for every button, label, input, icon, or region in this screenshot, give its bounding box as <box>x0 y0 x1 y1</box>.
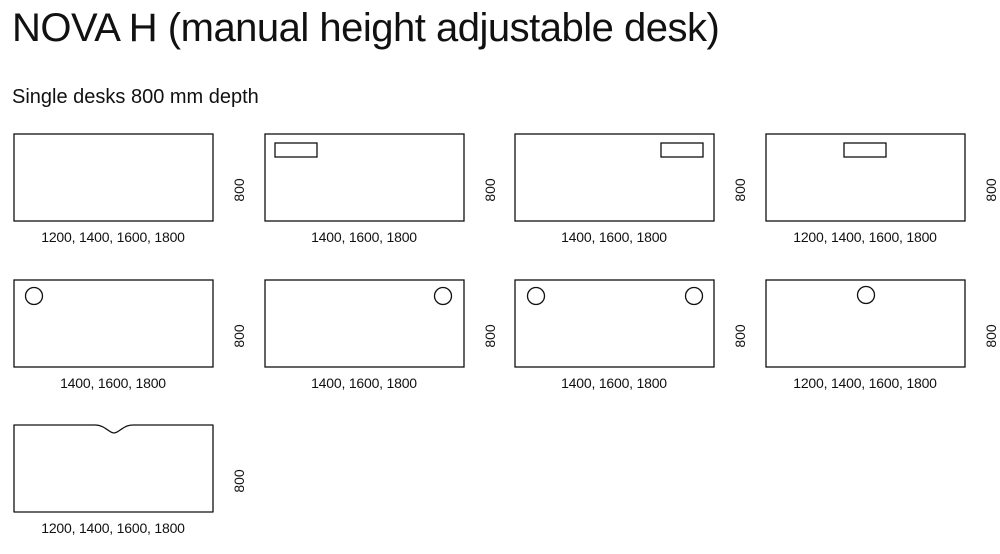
desk-cable-tray-right: 800 1400, 1600, 1800 <box>514 133 764 263</box>
desk-grommet-right: 800 1400, 1600, 1800 <box>264 279 514 409</box>
width-options-label: 1400, 1600, 1800 <box>311 375 417 391</box>
depth-label: 800 <box>732 324 748 348</box>
page-title: NOVA H (manual height adjustable desk) <box>12 6 720 50</box>
desk-top-outline <box>765 133 966 222</box>
desk-grommet-center: 800 1200, 1400, 1600, 1800 <box>765 279 1000 409</box>
depth-label: 800 <box>482 178 498 202</box>
desk-cable-tray-left: 800 1400, 1600, 1800 <box>264 133 514 263</box>
width-options-label: 1400, 1600, 1800 <box>561 375 667 391</box>
desk-grommet-both: 800 1400, 1600, 1800 <box>514 279 764 409</box>
desk-grommet-left: 800 1400, 1600, 1800 <box>13 279 263 409</box>
notch-cutout-icon <box>13 424 214 513</box>
depth-label: 800 <box>231 469 247 493</box>
desk-notch-center: 800 1200, 1400, 1600, 1800 <box>13 424 263 554</box>
width-options-label: 1200, 1400, 1600, 1800 <box>793 375 937 391</box>
desk-plain: 800 1200, 1400, 1600, 1800 <box>13 133 263 263</box>
desk-top-outline <box>13 424 214 513</box>
desk-top-outline <box>514 133 715 222</box>
width-options-label: 1400, 1600, 1800 <box>60 375 166 391</box>
width-options-label: 1400, 1600, 1800 <box>561 229 667 245</box>
desk-top-outline <box>514 279 715 368</box>
desk-top-outline <box>765 279 966 368</box>
desk-top-outline <box>264 133 465 222</box>
grommet-icon <box>856 285 876 305</box>
depth-label: 800 <box>983 324 999 348</box>
desk-top-outline <box>264 279 465 368</box>
depth-label: 800 <box>231 324 247 348</box>
grommet-icon <box>684 286 704 306</box>
grommet-icon <box>24 286 44 306</box>
section-subtitle: Single desks 800 mm depth <box>12 86 259 108</box>
width-options-label: 1200, 1400, 1600, 1800 <box>41 520 185 536</box>
depth-label: 800 <box>983 178 999 202</box>
depth-label: 800 <box>732 178 748 202</box>
width-options-label: 1400, 1600, 1800 <box>311 229 417 245</box>
grommet-icon <box>526 286 546 306</box>
desk-top-outline <box>13 133 214 222</box>
width-options-label: 1200, 1400, 1600, 1800 <box>793 229 937 245</box>
desk-top-outline <box>13 279 214 368</box>
cable-tray-icon <box>274 142 318 158</box>
grommet-icon <box>433 286 453 306</box>
width-options-label: 1200, 1400, 1600, 1800 <box>41 229 185 245</box>
depth-label: 800 <box>231 178 247 202</box>
desk-cable-tray-center: 800 1200, 1400, 1600, 1800 <box>765 133 1000 263</box>
cable-tray-icon <box>660 142 704 158</box>
cable-tray-icon <box>843 142 887 158</box>
depth-label: 800 <box>482 324 498 348</box>
